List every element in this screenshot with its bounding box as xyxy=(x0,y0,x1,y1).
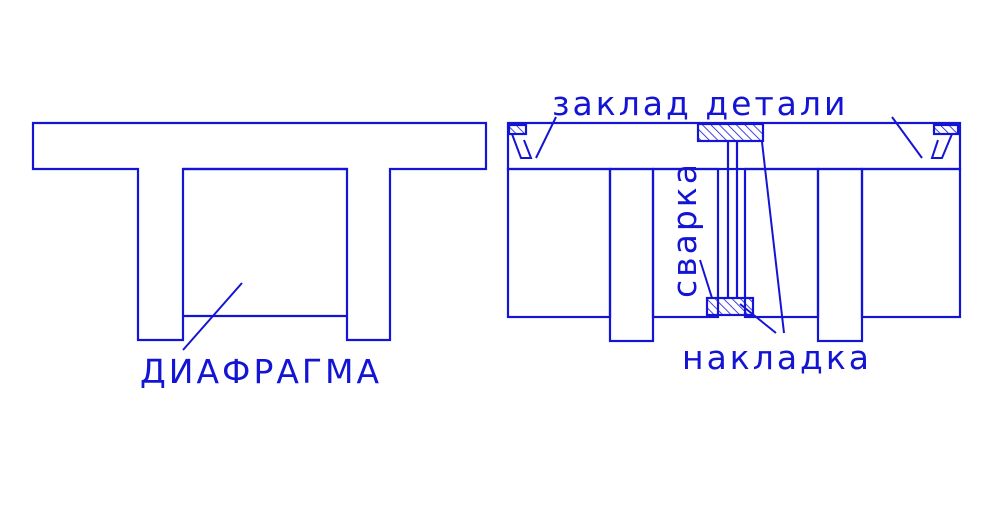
weld-leader xyxy=(699,259,713,299)
inner-diaphragm-left xyxy=(651,167,720,319)
right-view: заклад детали сварка накладка xyxy=(506,84,962,377)
overlay-plate-label: накладка xyxy=(682,338,872,377)
embedded-part-right-anchor xyxy=(930,133,953,159)
overlay-plate-top xyxy=(696,122,765,143)
welding-label: сварка xyxy=(665,161,704,298)
left-beam-outline xyxy=(31,121,488,342)
left-view: ДИАФРАГМА xyxy=(31,121,488,391)
embedded-leader-right xyxy=(891,116,923,159)
left-diaphragm-block xyxy=(506,167,612,319)
overlay-plate-bottom xyxy=(705,296,755,317)
embedded-part-right xyxy=(932,123,960,136)
overlay-leader-top xyxy=(761,141,785,334)
embedded-part-left-anchor xyxy=(511,133,533,159)
inner-diaphragm-right xyxy=(743,167,820,319)
embedded-parts-label: заклад детали xyxy=(552,84,848,123)
left-rib xyxy=(608,167,655,343)
right-rib xyxy=(816,167,864,343)
diaphragm-label: ДИАФРАГМА xyxy=(140,352,382,391)
embedded-leader-left xyxy=(535,116,557,159)
diaphragm-leader xyxy=(182,282,243,351)
right-diaphragm-block xyxy=(860,167,962,319)
embedded-part-left xyxy=(507,123,528,136)
overlay-leader-bottom xyxy=(739,303,777,334)
